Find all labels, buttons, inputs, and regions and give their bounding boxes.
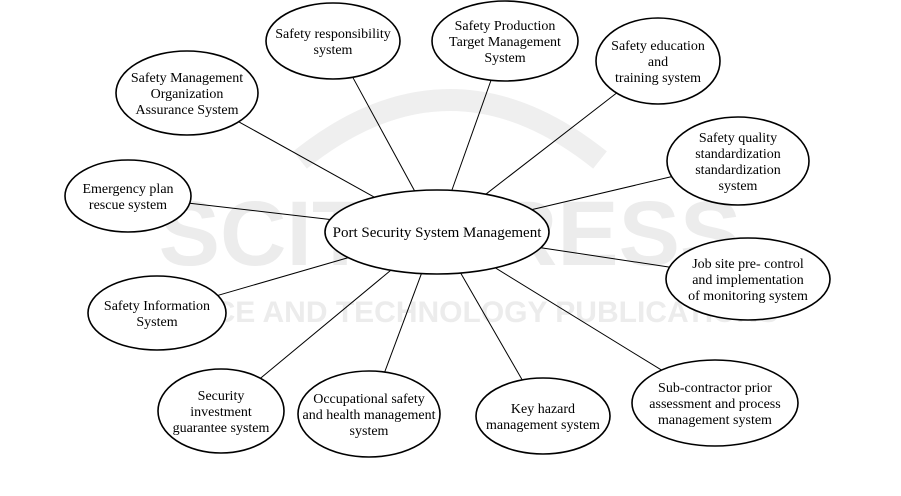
connector-safety-production-target-management-system — [451, 80, 492, 191]
node-label-line: investment — [190, 405, 252, 420]
connector-safety-management-organization-assurance-system — [238, 121, 375, 198]
node-label-line: assessment and process — [649, 397, 780, 412]
connector-key-hazard-management-system — [460, 272, 523, 381]
connector-safety-information-system — [217, 257, 349, 296]
connector-occupational-safety-health-system — [384, 273, 422, 373]
center-ellipse — [324, 189, 550, 275]
node-ellipse — [297, 370, 441, 458]
node-label-line: management system — [486, 418, 600, 433]
node-label-line: Job site pre- control — [692, 257, 804, 272]
node-ellipse — [631, 359, 799, 447]
node-label-line: rescue system — [89, 198, 167, 213]
connector-job-site-pre-control-system — [540, 247, 670, 268]
node-ellipse — [157, 368, 285, 454]
node-label-line: and health management — [303, 408, 436, 423]
node-label-line: of monitoring system — [688, 289, 808, 304]
node-label-line: system — [314, 43, 353, 58]
node-label-line: Safety Information — [104, 299, 210, 314]
node-ellipse — [665, 237, 831, 321]
connector-safety-education-training-system — [485, 92, 617, 195]
connector-sub-contractor-assessment-system — [495, 267, 662, 371]
node-label-line: Organization — [151, 87, 224, 102]
node-label-line: Port Security System Management — [333, 225, 543, 241]
node-label-line: System — [136, 315, 177, 330]
node-label-line: Security — [198, 389, 245, 404]
node-label-line: Assurance System — [135, 103, 238, 118]
node-label-line: standardization — [695, 163, 781, 178]
node-label-line: Safety Production — [455, 19, 556, 34]
node-label-line: management system — [658, 413, 772, 428]
watermark-arc — [293, 89, 607, 169]
node-label-line: system — [719, 179, 758, 194]
node-label-line: Occupational safety — [313, 392, 425, 407]
connector-safety-quality-standardization-system — [531, 176, 672, 211]
node-label-line: Safety education — [611, 39, 705, 54]
node-ellipse — [666, 116, 810, 206]
node-ellipse — [64, 159, 192, 233]
node-ellipse — [87, 275, 227, 351]
node-label-line: Sub-contractor prior — [658, 381, 772, 396]
node-safety-quality-standardization-system: Safety qualitystandardizationstandardiza… — [666, 116, 810, 206]
node-label-line: system — [350, 424, 389, 439]
node-ellipse — [595, 17, 721, 105]
center-node: Port Security System Management — [324, 189, 550, 275]
connector-security-investment-guarantee-system — [260, 269, 392, 379]
node-label-line: standardization — [695, 147, 781, 162]
node-ellipse — [431, 0, 579, 82]
node-label-line: Target Management — [449, 35, 561, 50]
watermark-sub-text: SCIENCE AND TECHNOLOGY PUBLICATIONS — [122, 296, 778, 329]
node-ellipse — [265, 2, 401, 80]
node-label-line: and implementation — [692, 273, 804, 288]
node-label-line: Emergency plan — [82, 182, 173, 197]
connector-lines — [189, 77, 672, 381]
node-label-line: and — [648, 55, 668, 70]
node-ellipse — [115, 50, 259, 136]
node-label-line: Safety quality — [699, 131, 777, 146]
node-label-line: Safety responsibility — [275, 27, 391, 42]
node-label-line: System — [484, 51, 525, 66]
node-label-line: training system — [615, 71, 701, 86]
node-ellipse — [475, 377, 611, 455]
node-label-line: Key hazard — [511, 402, 575, 417]
connector-emergency-plan-rescue-system — [189, 202, 331, 221]
connector-safety-responsibility-system — [352, 77, 416, 192]
node-label-line: Safety Management — [131, 71, 243, 86]
node-label-line: guarantee system — [173, 421, 270, 436]
